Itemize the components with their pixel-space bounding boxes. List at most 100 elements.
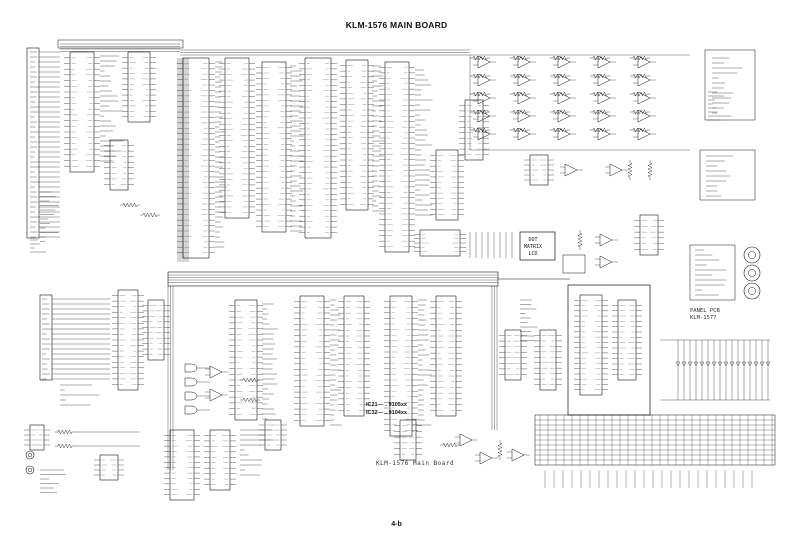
bottom-logic-chip	[209, 429, 231, 491]
schematic-trace-1304	[630, 73, 650, 79]
ic32-chip	[435, 295, 457, 417]
schematic-trace-2457	[747, 361, 753, 367]
schematic-trace-2686	[440, 442, 460, 448]
ic-note-ic32: IC32—→9104xx	[366, 410, 407, 416]
schematic-trace-1330	[477, 109, 491, 123]
sound-chip	[304, 57, 332, 239]
schematic-trace-2189	[184, 405, 198, 415]
schematic-trace-1359	[470, 127, 490, 133]
buffer-chip	[435, 149, 459, 221]
schematic-trace-1305	[477, 91, 491, 105]
schematic-trace-1375	[637, 127, 651, 141]
schematic-title: KLM-1576 MAIN BOARD	[345, 20, 448, 30]
panel-cpu-chip	[579, 294, 603, 396]
schematic-trace-2185	[184, 377, 198, 387]
lcd-label-line1: DOT	[528, 237, 538, 243]
lcd-label-line2: MATRIX	[524, 244, 543, 250]
dsp-chip	[384, 61, 410, 253]
schematic-trace-2191	[209, 365, 223, 379]
schematic-trace-2443	[705, 361, 711, 367]
schematic-trace-1426	[699, 149, 756, 201]
schematic-trace-1370	[597, 127, 611, 141]
schematic-trace-2463	[765, 361, 771, 367]
schematic-trace-1265	[557, 55, 571, 69]
schematic-trace-1320	[597, 91, 611, 105]
panel-latch-chip	[539, 329, 557, 391]
schematic-trace-1354	[630, 109, 650, 115]
schematic-trace-2678	[479, 451, 493, 465]
schematic-trace-2451	[729, 361, 735, 367]
schematic-trace-0	[26, 47, 40, 239]
schematic-trace-231	[57, 39, 184, 49]
lcd-label-line3: LCD	[528, 251, 538, 257]
schematic-trace-1299	[590, 73, 610, 79]
schematic-trace-1444	[743, 246, 761, 264]
schematic-trace-1310	[517, 91, 531, 105]
schematic-trace-1339	[510, 109, 530, 115]
schematic-trace-2200	[240, 397, 260, 403]
latch-chip	[345, 59, 369, 211]
schematic-trace-1489	[599, 255, 613, 269]
schematic-trace-277	[140, 212, 160, 218]
schematic-trace-2674	[459, 433, 473, 447]
schematic-trace-1284	[470, 73, 490, 79]
schematic-trace-2441	[699, 361, 705, 367]
schematic-trace-2433	[675, 361, 681, 367]
schematic-trace-2573	[27, 452, 33, 458]
midi-opto-chip	[29, 424, 45, 451]
schematic-trace-1355	[477, 127, 491, 141]
cpu-chip	[69, 51, 95, 173]
rom-chip	[127, 51, 151, 123]
main-asic-chip	[299, 295, 325, 427]
schematic-trace-1535	[39, 294, 53, 381]
schematic-trace-1446	[743, 264, 761, 282]
schematic-trace-1274	[590, 55, 610, 61]
schematic-trace-1255	[477, 55, 491, 69]
lcd-label: DOT MATRIX LCD	[524, 237, 542, 258]
schematic-trace-1300	[637, 73, 651, 87]
schematic-trace-1447	[748, 269, 756, 277]
regulator-chip	[99, 454, 119, 481]
schematic-trace-1379	[630, 127, 650, 133]
schematic-trace-2455	[741, 361, 747, 367]
schematic-trace-1412	[647, 160, 653, 180]
schematic-trace-1340	[557, 109, 571, 123]
gate-array-chip	[261, 61, 287, 233]
schematic-trace-2546	[55, 429, 75, 435]
wave-rom-chip	[343, 295, 365, 417]
logic-chip	[464, 99, 484, 161]
ic-note-ic21: IC21—→9105xx	[366, 402, 407, 408]
schematic-trace-1411	[627, 160, 633, 180]
lcd-module-outline	[519, 231, 556, 261]
schematic-trace-1448	[743, 282, 761, 300]
decoder-chip	[109, 139, 129, 191]
schematic-trace-1314	[510, 91, 530, 97]
schematic-trace-2435	[681, 361, 687, 367]
schematic-trace-1290	[557, 73, 571, 87]
schematic-trace-1344	[550, 109, 570, 115]
mux-chip	[147, 299, 165, 361]
schematic-trace-1349	[590, 109, 610, 115]
schematic-trace-1450	[689, 244, 736, 301]
schematic-trace-1345	[597, 109, 611, 123]
schematic-trace-1522	[562, 254, 586, 274]
schematic-trace-1285	[517, 73, 531, 87]
schematic-trace-1319	[550, 91, 570, 97]
schematic-trace-1360	[517, 127, 531, 141]
bottom-decoder-chip	[399, 419, 417, 461]
schematic-trace-1485	[599, 233, 613, 247]
schematic-trace-2447	[717, 361, 723, 367]
schematic-trace-1403	[564, 163, 578, 177]
schematic-trace-1350	[637, 109, 651, 123]
schematic-trace-2547	[55, 443, 75, 449]
schematic-trace-276	[120, 202, 140, 208]
schematic-trace-1294	[550, 73, 570, 79]
schematic-trace-2574	[25, 465, 35, 475]
schematic-trace-1364	[510, 127, 530, 133]
schematic-trace-2687	[497, 440, 503, 460]
panel-pcb-label: PANEL PCB KLM-1577	[690, 308, 720, 322]
schematic-trace-2183	[184, 363, 198, 373]
schematic-trace-2195	[209, 388, 223, 402]
